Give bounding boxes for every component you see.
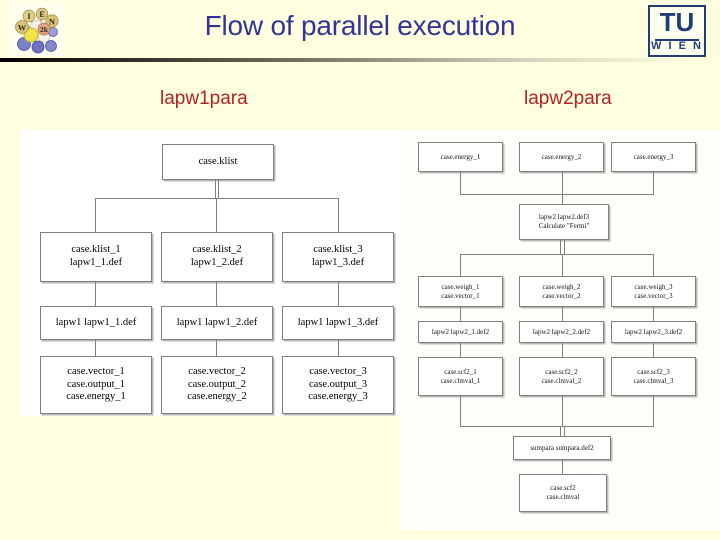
node-case-scf2-final[interactable]: case.scf2 case.clmval [519, 474, 607, 512]
connector [653, 307, 654, 321]
node-output-2[interactable]: case.vector_2 case.output_2 case.energy_… [161, 356, 273, 414]
node-calculate-fermi[interactable]: lapw2 lapw2.def3 Calculate "Fermi" [519, 204, 609, 240]
node-case-weigh-3[interactable]: case.weigh_3 case.vector_3 [611, 276, 696, 307]
connector [216, 340, 217, 356]
connector [338, 282, 339, 306]
connector [562, 307, 563, 321]
node-case-energy-2[interactable]: case.energy_2 [519, 142, 604, 172]
lapw2para-flowchart: case.energy_1 case.energy_2 case.energy_… [400, 130, 720, 530]
node-lapw1-run-3[interactable]: lapw1 lapw1_3.def [282, 306, 394, 340]
node-case-energy-3[interactable]: case.energy_3 [611, 142, 696, 172]
svg-text:N: N [49, 16, 56, 26]
node-lapw2-run-1[interactable]: lapw2 lapw2_1.def2 [418, 321, 503, 343]
node-lapw1-run-2[interactable]: lapw1 lapw1_2.def [161, 306, 273, 340]
node-lapw2-run-2[interactable]: lapw2 lapw2_2.def2 [519, 321, 604, 343]
tu-logo-text: TU [659, 7, 695, 37]
node-case-klist[interactable]: case.klist [162, 144, 274, 180]
connector [653, 172, 654, 194]
svg-text:E: E [39, 10, 44, 19]
connector [564, 240, 565, 254]
node-sumpara[interactable]: sumpara sumpara.def2 [513, 436, 611, 460]
node-case-energy-1[interactable]: case.energy_1 [418, 142, 503, 172]
connector [562, 194, 563, 204]
connector [562, 396, 563, 426]
connector [562, 460, 563, 474]
lapw1para-diagram-panel: case.klist case.klist_1 lapw1_1.def case… [20, 130, 412, 416]
connector [560, 240, 561, 254]
node-case-klist-3[interactable]: case.klist_3 lapw1_3.def [282, 232, 394, 282]
node-case-scf2-3[interactable]: case.scf2_3 case.clmval_3 [611, 357, 696, 396]
connector [460, 254, 461, 276]
connector [216, 282, 217, 306]
header-divider [0, 58, 720, 62]
connector [653, 254, 654, 276]
node-case-weigh-2[interactable]: case.weigh_2 case.vector_2 [519, 276, 604, 307]
connector [338, 340, 339, 356]
lapw1para-flowchart: case.klist case.klist_1 lapw1_1.def case… [20, 130, 412, 416]
node-case-scf2-1[interactable]: case.scf2_1 case.clmval_1 [418, 357, 503, 396]
connector [95, 198, 96, 232]
connector [562, 343, 563, 357]
node-lapw1-run-1[interactable]: lapw1 lapw1_1.def [40, 306, 152, 340]
connector [460, 426, 654, 427]
node-case-klist-1[interactable]: case.klist_1 lapw1_1.def [40, 232, 152, 282]
connector [95, 282, 96, 306]
connector [95, 340, 96, 356]
connector [460, 343, 461, 357]
connector [653, 396, 654, 426]
connector [218, 180, 219, 198]
connector [460, 172, 461, 194]
node-case-weigh-1[interactable]: case.weigh_1 case.vector_1 [418, 276, 503, 307]
wien2k-logo: W I E N 2k [8, 2, 66, 56]
connector [564, 426, 565, 436]
connector [460, 254, 654, 255]
connector [460, 307, 461, 321]
connector [216, 198, 217, 232]
svg-text:W: W [18, 23, 27, 33]
tu-wien-logo: TU W I E N [648, 5, 706, 57]
section-label-lapw2para: lapw2para [524, 88, 612, 109]
node-output-3[interactable]: case.vector_3 case.output_3 case.energy_… [282, 356, 394, 414]
section-label-lapw1para: lapw1para [160, 88, 248, 109]
connector [215, 180, 216, 198]
node-output-1[interactable]: case.vector_1 case.output_1 case.energy_… [40, 356, 152, 414]
node-case-klist-2[interactable]: case.klist_2 lapw1_2.def [161, 232, 273, 282]
wien-logo-text: W I E N [651, 40, 703, 52]
connector [653, 343, 654, 357]
connector [460, 396, 461, 426]
lapw2para-diagram-panel: case.energy_1 case.energy_2 case.energy_… [400, 130, 720, 530]
connector [460, 194, 654, 195]
page-title: Flow of parallel execution [204, 10, 516, 41]
connector [562, 254, 563, 276]
node-case-scf2-2[interactable]: case.scf2_2 case.clmval_2 [519, 357, 604, 396]
node-lapw2-run-3[interactable]: lapw2 lapw2_3.def2 [611, 321, 696, 343]
svg-text:I: I [27, 12, 30, 21]
connector [338, 198, 339, 232]
connector [562, 172, 563, 194]
slide-header: W I E N 2k Flow of parallel execution TU… [0, 0, 720, 62]
connector [560, 426, 561, 436]
svg-text:2k: 2k [40, 25, 49, 34]
tu-logo-rule [655, 39, 699, 41]
